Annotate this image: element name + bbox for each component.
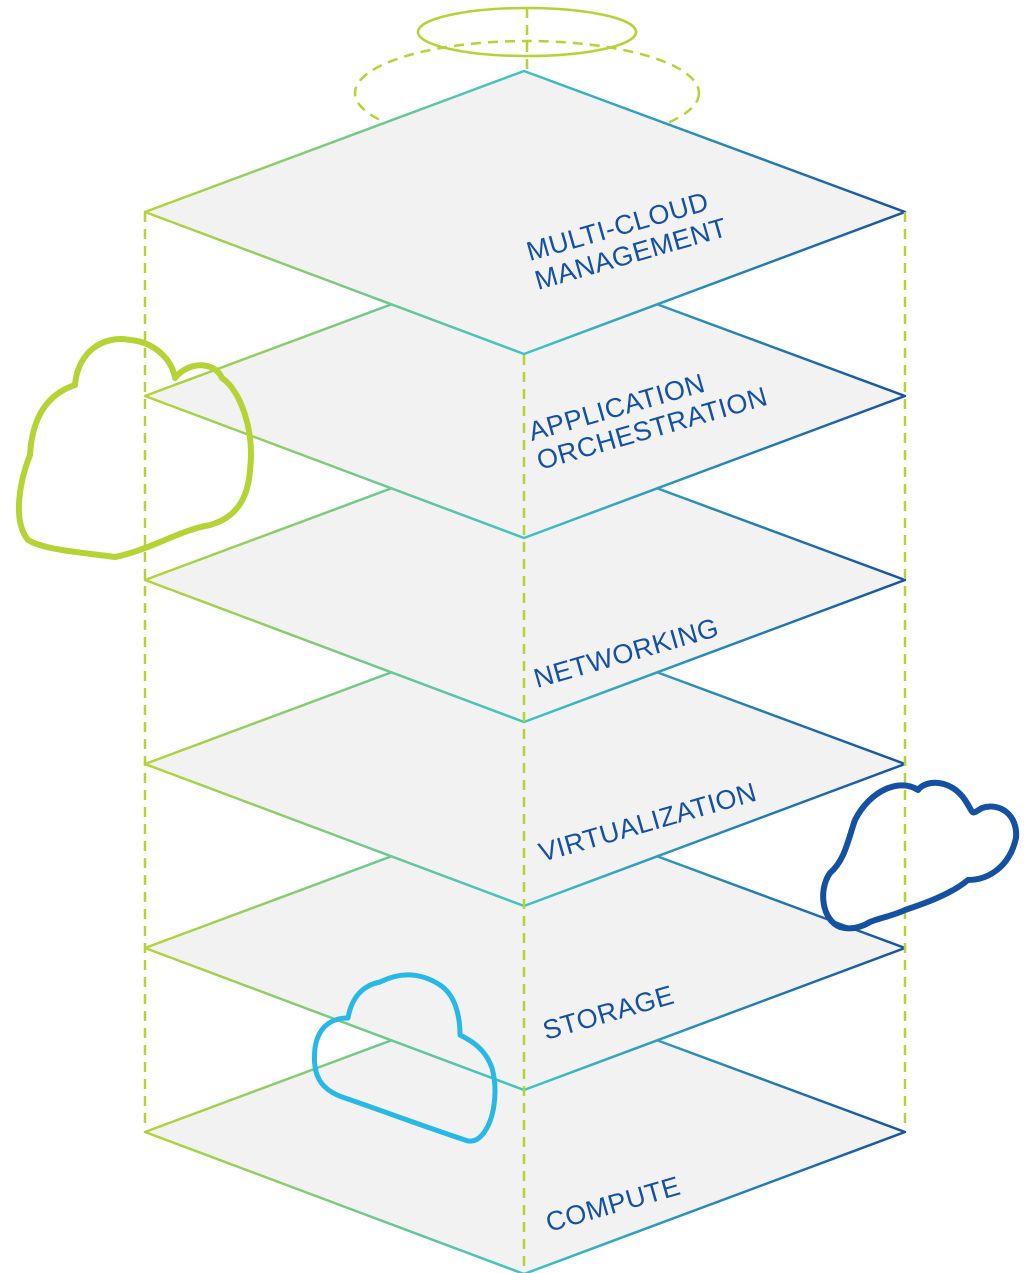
layer-plane-multi-cloud-management — [143, 69, 907, 356]
layer-plane-compute — [143, 989, 907, 1273]
vertical-guides — [143, 212, 907, 1270]
blue-cloud-icon — [820, 779, 1020, 932]
green-cloud-icon — [15, 336, 254, 560]
light-blue-cloud-icon — [311, 972, 498, 1144]
